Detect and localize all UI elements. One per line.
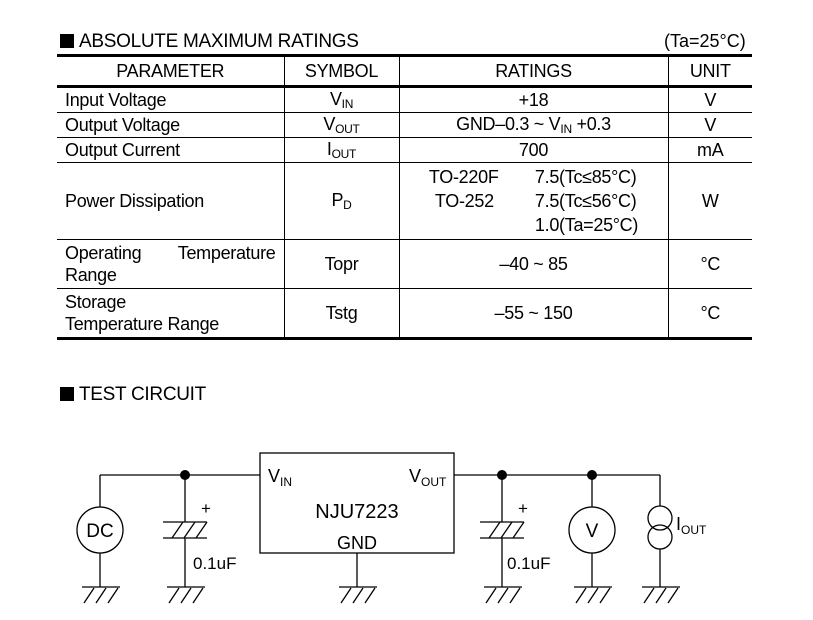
junction-dot — [587, 470, 597, 480]
load-current-label: IOUT — [676, 514, 707, 537]
pin-main: V — [409, 466, 421, 486]
unit-cell: W — [667, 162, 752, 240]
parameter-word: Operating — [65, 243, 142, 263]
symbol-main: V — [329, 89, 342, 109]
symbol-sub: IN — [341, 97, 354, 111]
parameter-cell: Power Dissipation — [57, 162, 285, 240]
section-bullet-icon — [60, 387, 74, 401]
label-main: I — [676, 514, 681, 534]
package-name-empty — [429, 213, 535, 237]
ic-gnd-pin-label: GND — [337, 533, 377, 553]
unit-cell: °C — [667, 239, 752, 289]
symbol-cell: VOUT — [283, 112, 400, 138]
parameter-cell: Output Current — [57, 137, 285, 163]
column-header: PARAMETER — [57, 54, 285, 88]
table-row: Storage Temperature Range Tstg –55 ~ 150… — [57, 288, 752, 340]
test-circuit-title-text: TEST CIRCUIT — [79, 384, 206, 405]
package-value: 7.5(Tc≤85°C) — [534, 167, 637, 187]
test-circuit-section-title: TEST CIRCUIT — [60, 384, 206, 406]
cout-value-label: 0.1uF — [507, 554, 550, 573]
rating-cell: 700 — [398, 137, 669, 163]
junction-dot — [497, 470, 507, 480]
ic-name-label: NJU7223 — [315, 501, 398, 523]
symbol-sub: OUT — [335, 122, 360, 136]
dc-source-label: DC — [86, 521, 113, 542]
pin-main: V — [268, 466, 280, 486]
symbol-sub: D — [343, 198, 352, 212]
rating-cell: GND–0.3 ~ VIN +0.3 — [398, 112, 669, 138]
cout-polarity-label: + — [518, 499, 528, 518]
ratings-section-title: ABSOLUTE MAXIMUM RATINGS — [60, 31, 359, 53]
symbol-cell: IOUT — [283, 137, 400, 163]
rating-sub: IN — [560, 122, 572, 136]
package-value: 7.5(Tc≤56°C) — [534, 191, 637, 211]
parameter-line: Range — [65, 265, 117, 285]
ground-symbol — [574, 586, 612, 604]
table-row: Output Current IOUT 700 mA — [57, 137, 752, 163]
package-value: 1.0(Ta=25°C) — [534, 215, 639, 235]
symbol-main: P — [331, 190, 344, 210]
junction-dot — [180, 470, 190, 480]
symbol-cell: Tstg — [283, 288, 400, 340]
ic-vin-pin-label: VIN — [268, 466, 292, 489]
voltmeter-label: V — [586, 521, 599, 542]
symbol-main: I — [326, 139, 332, 159]
symbol-sub: OUT — [331, 147, 357, 161]
symbol-cell: VIN — [283, 86, 400, 113]
pin-sub: OUT — [421, 475, 447, 489]
table-row: Output Voltage VOUT GND–0.3 ~ VIN +0.3 V — [57, 112, 752, 138]
table-row: Input Voltage VIN +18 V — [57, 86, 752, 113]
ground-symbol — [339, 586, 377, 604]
ratings-table: PARAMETER SYMBOL RATINGS UNIT Input Volt… — [57, 54, 752, 340]
table-row: Power Dissipation PD TO-220F 7.5(Tc≤85°C… — [57, 162, 752, 240]
rating-part: GND–0.3 ~ V — [456, 114, 561, 134]
rating-part: +0.3 — [571, 114, 612, 134]
pin-sub: IN — [280, 475, 292, 489]
section-bullet-icon — [60, 34, 74, 48]
load-current-source-lower — [647, 524, 673, 550]
parameter-cell: Operating Temperature Range — [57, 239, 285, 289]
rating-cell: +18 — [398, 86, 669, 113]
symbol-cell: Topr — [283, 239, 400, 289]
ground-symbol — [167, 586, 205, 604]
unit-cell: V — [667, 86, 752, 113]
symbol-main: V — [323, 114, 336, 134]
test-circuit-diagram: DC V + + 0.1uF 0.1uF NJU7223 GND VIN VOU… — [76, 452, 707, 604]
ground-symbol — [642, 586, 680, 604]
unit-cell: mA — [667, 137, 752, 163]
column-header: UNIT — [667, 54, 752, 88]
parameter-line: Temperature Range — [65, 314, 219, 334]
table-row: Operating Temperature Range Topr –40 ~ 85… — [57, 239, 752, 289]
parameter-word: Temperature — [177, 243, 276, 263]
parameter-cell: Input Voltage — [57, 86, 285, 113]
ic-vout-pin-label: VOUT — [409, 466, 447, 489]
ground-symbol — [82, 586, 120, 604]
ground-symbol — [484, 586, 522, 604]
ratings-title-text: ABSOLUTE MAXIMUM RATINGS — [79, 31, 359, 52]
parameter-cell: Output Voltage — [57, 112, 285, 138]
package-name: TO-252 — [434, 191, 494, 211]
rating-cell: –40 ~ 85 — [398, 239, 669, 289]
parameter-cell: Storage Temperature Range — [57, 288, 285, 340]
rating-cell: –55 ~ 150 — [398, 288, 669, 340]
parameter-line: Storage — [65, 292, 126, 312]
cin-value-label: 0.1uF — [193, 554, 236, 573]
load-current-source-upper — [647, 505, 673, 531]
symbol-cell: PD — [283, 162, 400, 240]
rating-cell: TO-220F 7.5(Tc≤85°C) TO-252 7.5(Tc≤56°C)… — [398, 162, 669, 240]
label-sub: OUT — [681, 523, 707, 537]
power-dissipation-list: TO-220F 7.5(Tc≤85°C) TO-252 7.5(Tc≤56°C)… — [408, 165, 660, 237]
unit-cell: V — [667, 112, 752, 138]
package-name: TO-220F — [428, 167, 499, 187]
ratings-condition: (Ta=25°C) — [664, 31, 746, 51]
cin-polarity-label: + — [201, 499, 211, 518]
column-header: SYMBOL — [283, 54, 400, 88]
column-header: RATINGS — [398, 54, 669, 88]
table-header-row: PARAMETER SYMBOL RATINGS UNIT — [57, 54, 752, 88]
unit-cell: °C — [667, 288, 752, 340]
